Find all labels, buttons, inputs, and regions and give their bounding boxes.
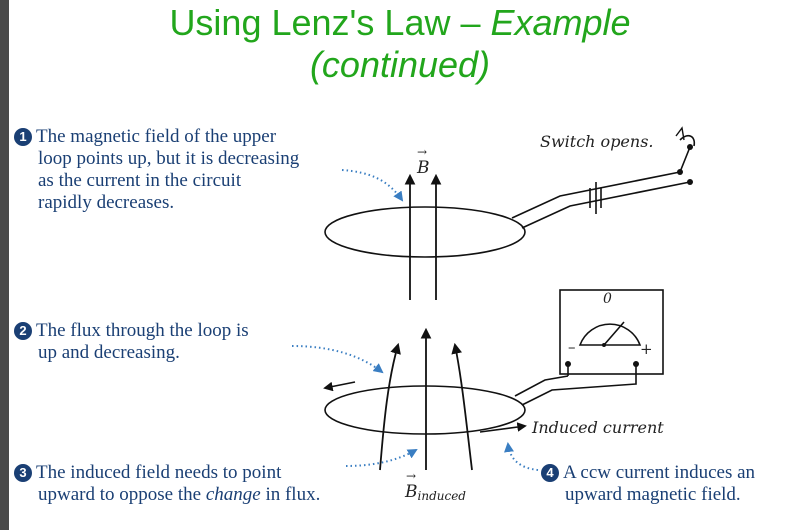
lower-loop <box>323 289 664 435</box>
note-2-line-2: up and decreasing. <box>38 342 180 363</box>
left-edge-bar <box>0 0 9 530</box>
induced-current-label: Induced current <box>532 418 664 437</box>
title-line-1: Using Lenz's Law – Example <box>0 2 800 44</box>
note-3-line-1: The induced field needs to point <box>36 462 282 483</box>
switch-contacts <box>677 144 693 185</box>
switch-opens-label: Switch opens. <box>540 132 654 151</box>
note-3-line-2: upward to oppose the change in flux. <box>14 484 320 506</box>
lower-field-lines <box>379 327 473 471</box>
note-1-line-1: The magnetic field of the upper <box>36 126 277 147</box>
meter-plus-label: + <box>640 340 653 358</box>
note-4-line-1: A ccw current induces an <box>563 462 756 483</box>
note-1-line-3: as the current in the circuit <box>38 170 242 191</box>
note-2-number: 2 <box>14 322 32 340</box>
upper-field-lines <box>404 173 442 300</box>
title-emphasis: Example <box>490 2 631 43</box>
b-induced-main: B <box>405 482 418 502</box>
slide-title: Using Lenz's Law – Example (continued) <box>0 2 800 86</box>
note-3-number: 3 <box>14 464 32 482</box>
title-main: Using Lenz's Law – <box>169 2 491 43</box>
b-vector-mark: → <box>417 145 428 159</box>
b-induced-label: Binduced <box>405 482 466 503</box>
switch-motion-arrow <box>675 126 685 141</box>
meter-zero-label: 0 <box>603 291 612 307</box>
note-3-line-2a: upward to oppose the <box>38 484 206 505</box>
b-induced-sub: induced <box>417 489 466 503</box>
note-1-line-2: loop points up, but it is decreasing <box>38 148 300 169</box>
note-2-line-1: The flux through the loop is <box>36 320 249 341</box>
note-4-line-2: upward magnetic field. <box>565 484 741 505</box>
b-induced-vector-mark: → <box>406 469 417 483</box>
note-4-number: 4 <box>541 464 559 482</box>
note-1-number: 1 <box>14 128 32 146</box>
dotted-leaders <box>291 169 539 471</box>
note-3-line-2b: in flux. <box>260 484 321 505</box>
title-line-2: (continued) <box>309 44 491 85</box>
b-field-label: B <box>417 158 430 178</box>
meter-terminals <box>565 343 639 367</box>
note-3-emphasis: change <box>205 484 261 505</box>
upper-loop <box>324 134 696 258</box>
note-1-line-4: rapidly decreases. <box>38 192 175 213</box>
meter-minus-label: – <box>568 338 576 356</box>
